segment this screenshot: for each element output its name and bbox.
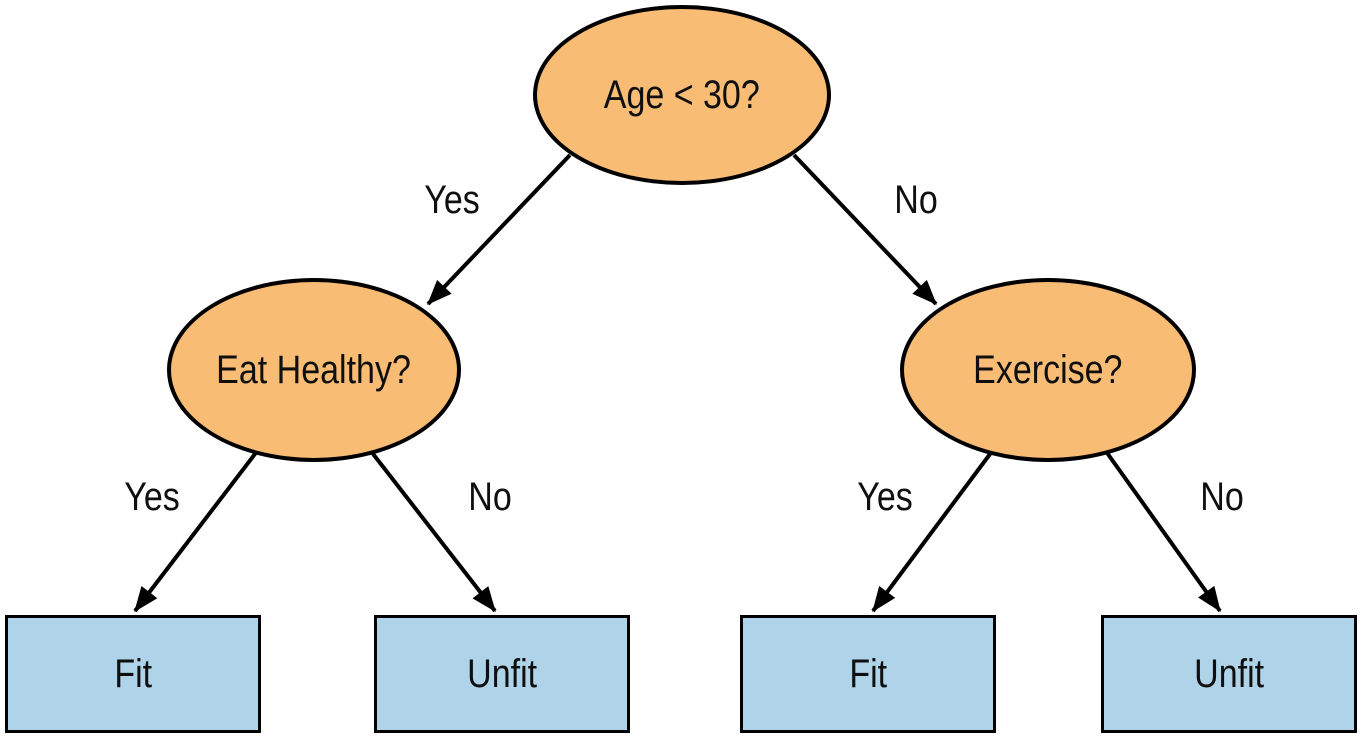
node-eat-healthy-label: Eat Healthy? (216, 348, 412, 392)
edge-label-root-yes: Yes (424, 178, 480, 222)
node-age-label: Age < 30? (604, 73, 760, 117)
node-exercise-label: Exercise? (973, 348, 1123, 392)
node-unfit-right-outcome: Unfit (1101, 615, 1357, 733)
edge-eat-healthy-yes-arrow (133, 448, 260, 613)
node-age-decision: Age < 30? (533, 5, 831, 185)
edge-label-eat-healthy-yes: Yes (124, 475, 180, 519)
edge-exercise-no-arrow (1103, 448, 1222, 613)
edge-label-exercise-no: No (1200, 475, 1244, 519)
node-unfit-right-label: Unfit (1194, 652, 1264, 696)
node-eat-healthy-decision: Eat Healthy? (167, 278, 461, 462)
edge-eat-healthy-no-arrow (368, 448, 497, 613)
edge-label-root-no: No (894, 178, 938, 222)
edge-root-no-arrow (792, 153, 938, 306)
node-exercise-decision: Exercise? (900, 278, 1196, 462)
node-fit-left-label: Fit (114, 652, 152, 696)
node-fit-left-outcome: Fit (5, 615, 261, 733)
edge-root-yes-arrow (426, 153, 572, 306)
edge-label-eat-healthy-no: No (468, 475, 512, 519)
node-unfit-left-label: Unfit (467, 652, 537, 696)
node-unfit-left-outcome: Unfit (374, 615, 630, 733)
edge-exercise-yes-arrow (871, 448, 995, 613)
edge-label-exercise-yes: Yes (857, 475, 913, 519)
node-fit-right-label: Fit (849, 652, 887, 696)
node-fit-right-outcome: Fit (740, 615, 996, 733)
